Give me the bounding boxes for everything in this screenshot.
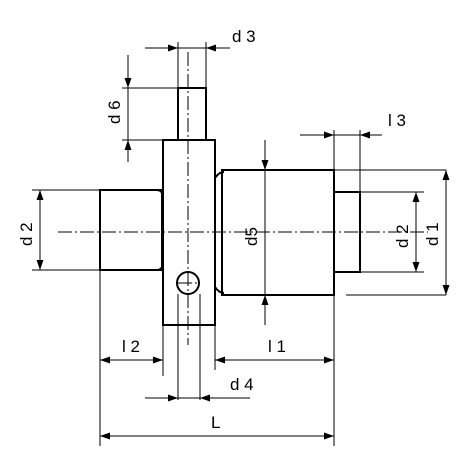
- l2-label: l 2: [122, 337, 140, 356]
- L-label: L: [211, 413, 220, 432]
- d4-label: d 4: [230, 375, 254, 394]
- d5-label: d5: [242, 227, 261, 246]
- top-pin: [177, 87, 207, 141]
- d6-label: d 6: [105, 100, 124, 124]
- d2-left-label: d 2: [17, 222, 36, 246]
- dimension-lines: [36, 44, 450, 440]
- pin-hole: [176, 271, 200, 295]
- flange-fillet: [214, 171, 225, 294]
- centerlines: [58, 52, 428, 345]
- d3-label: d 3: [232, 27, 256, 46]
- d2-right-label: d 2: [393, 224, 412, 248]
- l3-label: l 3: [388, 111, 406, 130]
- d1-label: d 1: [423, 222, 442, 246]
- l1-label: l 1: [268, 337, 286, 356]
- right-shaft: [333, 191, 361, 273]
- extension-lines: [32, 42, 446, 446]
- dimension-labels: d 3 d 6 l 3 d 2 d5 d 2 d 1 l 2 l 1 d 4 L: [17, 27, 442, 432]
- left-shaft: [99, 189, 163, 271]
- part-outline: [99, 87, 361, 326]
